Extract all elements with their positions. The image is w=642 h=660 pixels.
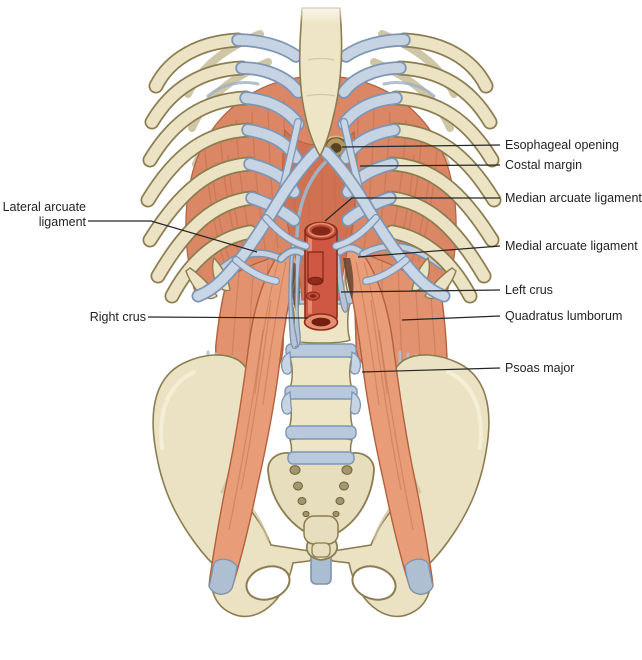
- label-medial-arcuate-ligament: Medial arcuate ligament: [505, 239, 638, 253]
- label-right-crus: Right crus: [89, 310, 146, 324]
- label-lateral-arcuate-line2: ligament: [38, 214, 86, 229]
- leader-right-crus: [147, 316, 308, 319]
- leader-lines: [88, 144, 501, 373]
- label-left-crus: Left crus: [505, 283, 553, 297]
- leader-esophageal-opening: [341, 144, 501, 148]
- aorta: [303, 221, 339, 331]
- top-fade: [0, 0, 642, 24]
- label-esophageal-opening: Esophageal opening: [505, 138, 619, 152]
- label-psoas-major: Psoas major: [505, 361, 575, 375]
- leader-medial-arcuate-ligament: [357, 245, 501, 258]
- leader-costal-margin: [359, 164, 501, 167]
- label-costal-margin: Costal margin: [505, 158, 583, 172]
- leader-lateral-arcuate-ligament: [88, 220, 258, 253]
- sacrum-and-coccyx: [267, 452, 375, 561]
- label-lateral-arcuate-line1: Lateral arcuate: [2, 200, 86, 214]
- label-quadratus-lumborum: Quadratus lumborum: [505, 309, 623, 323]
- leader-left-crus: [340, 289, 501, 293]
- transverse-process-nubs: [280, 350, 362, 415]
- label-lateral-arcuate-ligament: Lateral arcuate ligament: [3, 200, 86, 229]
- leader-psoas-major: [361, 367, 501, 373]
- leader-median-arcuate-ligament: [324, 197, 500, 222]
- rib-cage: [148, 7, 494, 298]
- leader-quadratus-lumborum: [401, 315, 501, 321]
- sternum-xiphoid: [299, 7, 343, 158]
- label-median-arcuate-ligament: Median arcuate ligament: [505, 191, 642, 205]
- right-crus-cord: [295, 154, 334, 238]
